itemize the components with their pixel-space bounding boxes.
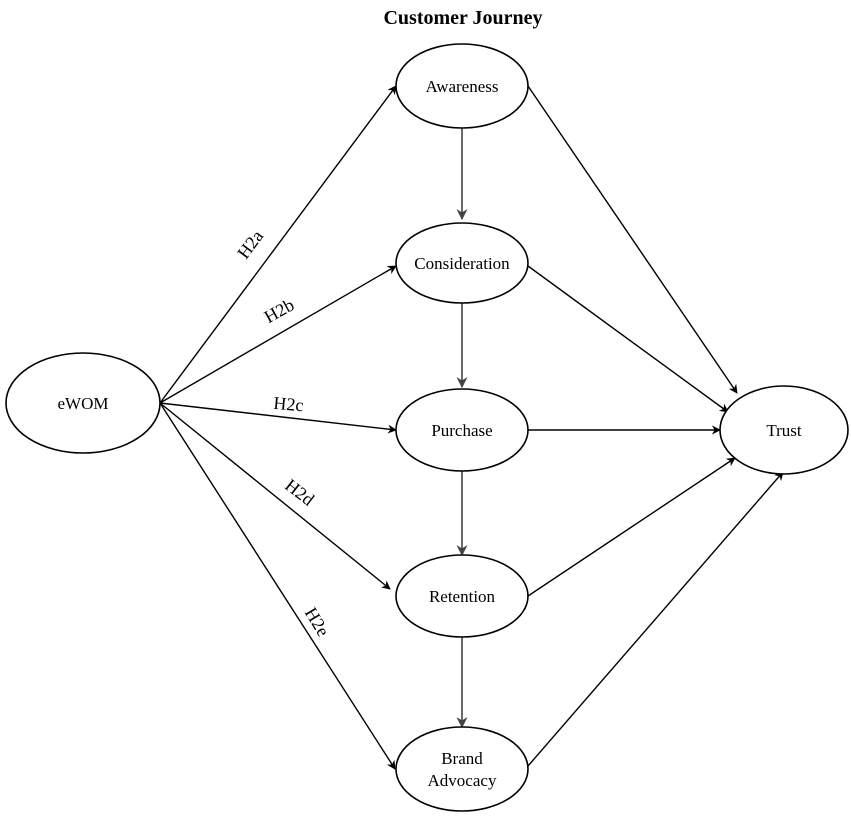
label-h2b: H2b bbox=[261, 294, 298, 327]
edge-consideration-trust bbox=[527, 265, 729, 413]
node-brand-advocacy: Brand Advocacy bbox=[395, 726, 529, 812]
node-ewom-label: eWOM bbox=[58, 394, 109, 413]
node-consideration-label: Consideration bbox=[414, 254, 510, 273]
label-h2e: H2e bbox=[301, 604, 334, 640]
node-purchase: Purchase bbox=[395, 388, 529, 472]
node-awareness-label: Awareness bbox=[425, 77, 498, 96]
edge-ewom-retention bbox=[159, 402, 391, 590]
node-awareness: Awareness bbox=[395, 43, 529, 129]
node-consideration: Consideration bbox=[395, 222, 529, 304]
edge-awareness-trust bbox=[527, 85, 738, 394]
edge-ewom-consideration bbox=[159, 265, 397, 404]
node-brand-advocacy-label-line2: Advocacy bbox=[428, 771, 497, 790]
edge-retention-trust bbox=[527, 457, 736, 597]
node-ewom: eWOM bbox=[5, 352, 161, 454]
diagram-title: Customer Journey bbox=[383, 7, 542, 29]
node-retention: Retention bbox=[395, 554, 529, 638]
edge-ewom-purchase bbox=[159, 402, 397, 434]
edge-ewom-brand-advocacy bbox=[159, 402, 396, 770]
edge-ewom-awareness bbox=[159, 85, 397, 404]
node-purchase-label: Purchase bbox=[431, 421, 492, 440]
node-retention-label: Retention bbox=[429, 587, 496, 606]
label-h2a: H2a bbox=[233, 226, 267, 262]
node-brand-advocacy-label-line1: Brand bbox=[441, 749, 483, 768]
node-trust: Trust bbox=[719, 385, 849, 475]
edge-brand-advocacy-trust bbox=[527, 471, 784, 767]
node-trust-label: Trust bbox=[766, 421, 802, 440]
label-h2c: H2c bbox=[273, 393, 305, 416]
label-h2d: H2d bbox=[281, 475, 318, 510]
